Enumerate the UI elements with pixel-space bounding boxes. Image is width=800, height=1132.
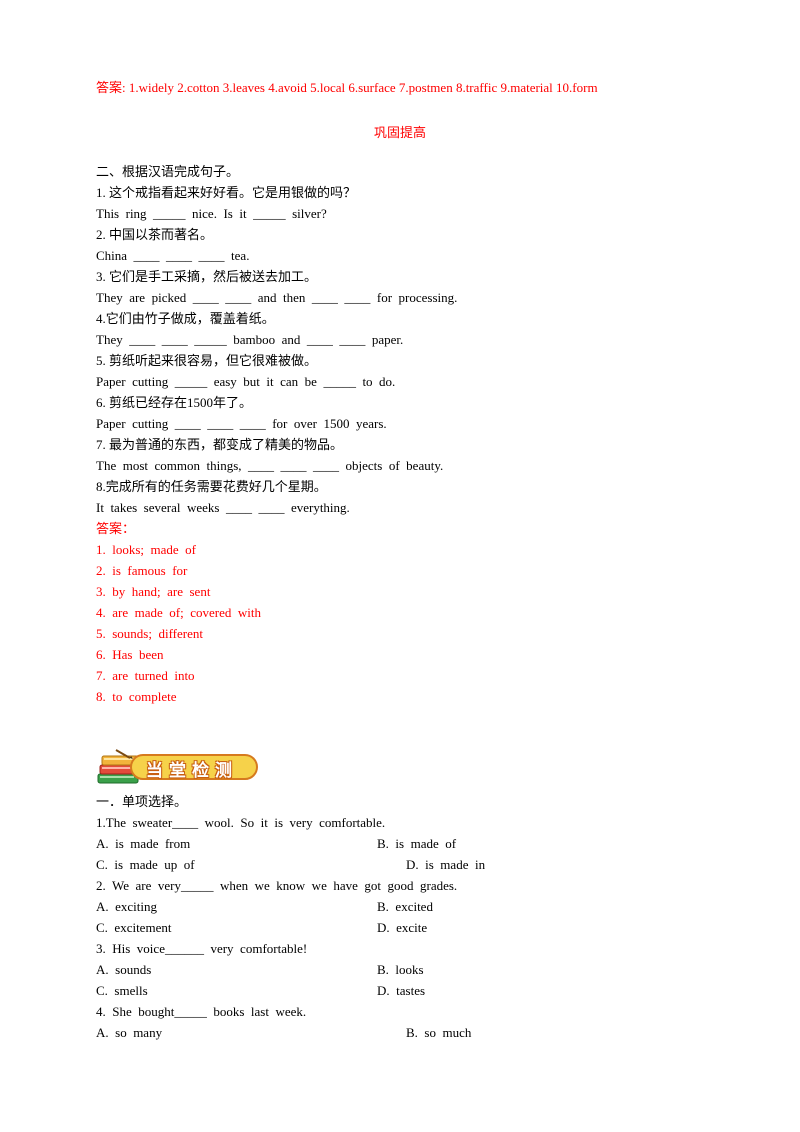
mc-option-a: A. sounds (96, 962, 152, 977)
answer-item: 7. are turned into (96, 668, 195, 683)
part2-heading: 二、根据汉语完成句子。 (96, 164, 240, 179)
answer-item: 4. are made of; covered with (96, 605, 261, 620)
question-cn: 8.完成所有的任务需要花费好几个星期。 (96, 479, 327, 494)
answer-label: 答案： (96, 521, 136, 536)
mc-option-a: A. exciting (96, 899, 158, 914)
mc-option-c: C. is made up of (96, 857, 195, 872)
section-title: 巩固提高 (373, 125, 426, 140)
mc-option-d: D. excite (377, 920, 428, 935)
mc-option-b: B. so much (406, 1025, 472, 1040)
banner-badge (130, 754, 258, 780)
books-icon (97, 749, 139, 784)
section-banner: 当堂检测 (96, 748, 262, 786)
mc-option-b: B. is made of (377, 836, 457, 851)
mc-option-a: A. so many (96, 1025, 163, 1040)
answer-item: 6. Has been (96, 647, 164, 662)
part1-heading: 一．单项选择。 (96, 794, 188, 809)
mc-option-a: A. is made from (96, 836, 191, 851)
answer-item: 2. is famous for (96, 563, 188, 578)
question-en: It takes several weeks ____ ____ everyth… (96, 500, 350, 515)
answer-item: 3. by hand; are sent (96, 584, 211, 599)
question-cn: 2. 中国以茶而著名。 (96, 227, 214, 242)
banner-text: 当堂检测 (146, 761, 238, 781)
mc-option-d: D. is made in (406, 857, 486, 872)
mc-option-c: C. excitement (96, 920, 172, 935)
mc-option-b: B. looks (377, 962, 424, 977)
answer-item: 8. to complete (96, 689, 177, 704)
question-cn: 5. 剪纸听起来很容易，但它很难被做。 (96, 353, 318, 368)
question-en: Paper cutting _____ easy but it can be _… (96, 374, 396, 389)
mc-question: 2. We are very_____ when we know we have… (96, 878, 458, 893)
mc-question: 3. His voice______ very comfortable! (96, 941, 308, 956)
mc-option-d: D. tastes (377, 983, 426, 998)
question-cn: 1. 这个戒指看起来好好看。它是用银做的吗？ (96, 185, 357, 200)
question-en: They ____ ____ _____ bamboo and ____ ___… (96, 332, 404, 347)
answer-item: 1. looks; made of (96, 542, 197, 557)
question-cn: 6. 剪纸已经存在1500年了。 (96, 395, 253, 410)
mc-option-c: C. smells (96, 983, 148, 998)
mc-question: 1.The sweater____ wool. So it is very co… (96, 815, 386, 830)
question-cn: 3. 它们是手工采摘，然后被送去加工。 (96, 269, 318, 284)
mc-question: 4. She bought_____ books last week. (96, 1004, 307, 1019)
question-en: China ____ ____ ____ tea. (96, 248, 250, 263)
question-en: Paper cutting ____ ____ ____ for over 15… (96, 416, 387, 431)
question-en: This ring _____ nice. Is it _____ silver… (96, 206, 327, 221)
question-cn: 7. 最为普通的东西，都变成了精美的物品。 (96, 437, 344, 452)
top-answer-line: 答案: 1.widely 2.cotton 3.leaves 4.avoid 5… (96, 80, 598, 95)
question-en: They are picked ____ ____ and then ____ … (96, 290, 458, 305)
question-cn: 4.它们由竹子做成，覆盖着纸。 (96, 311, 275, 326)
answer-item: 5. sounds; different (96, 626, 203, 641)
question-en: The most common things, ____ ____ ____ o… (96, 458, 444, 473)
mc-option-b: B. excited (377, 899, 433, 914)
